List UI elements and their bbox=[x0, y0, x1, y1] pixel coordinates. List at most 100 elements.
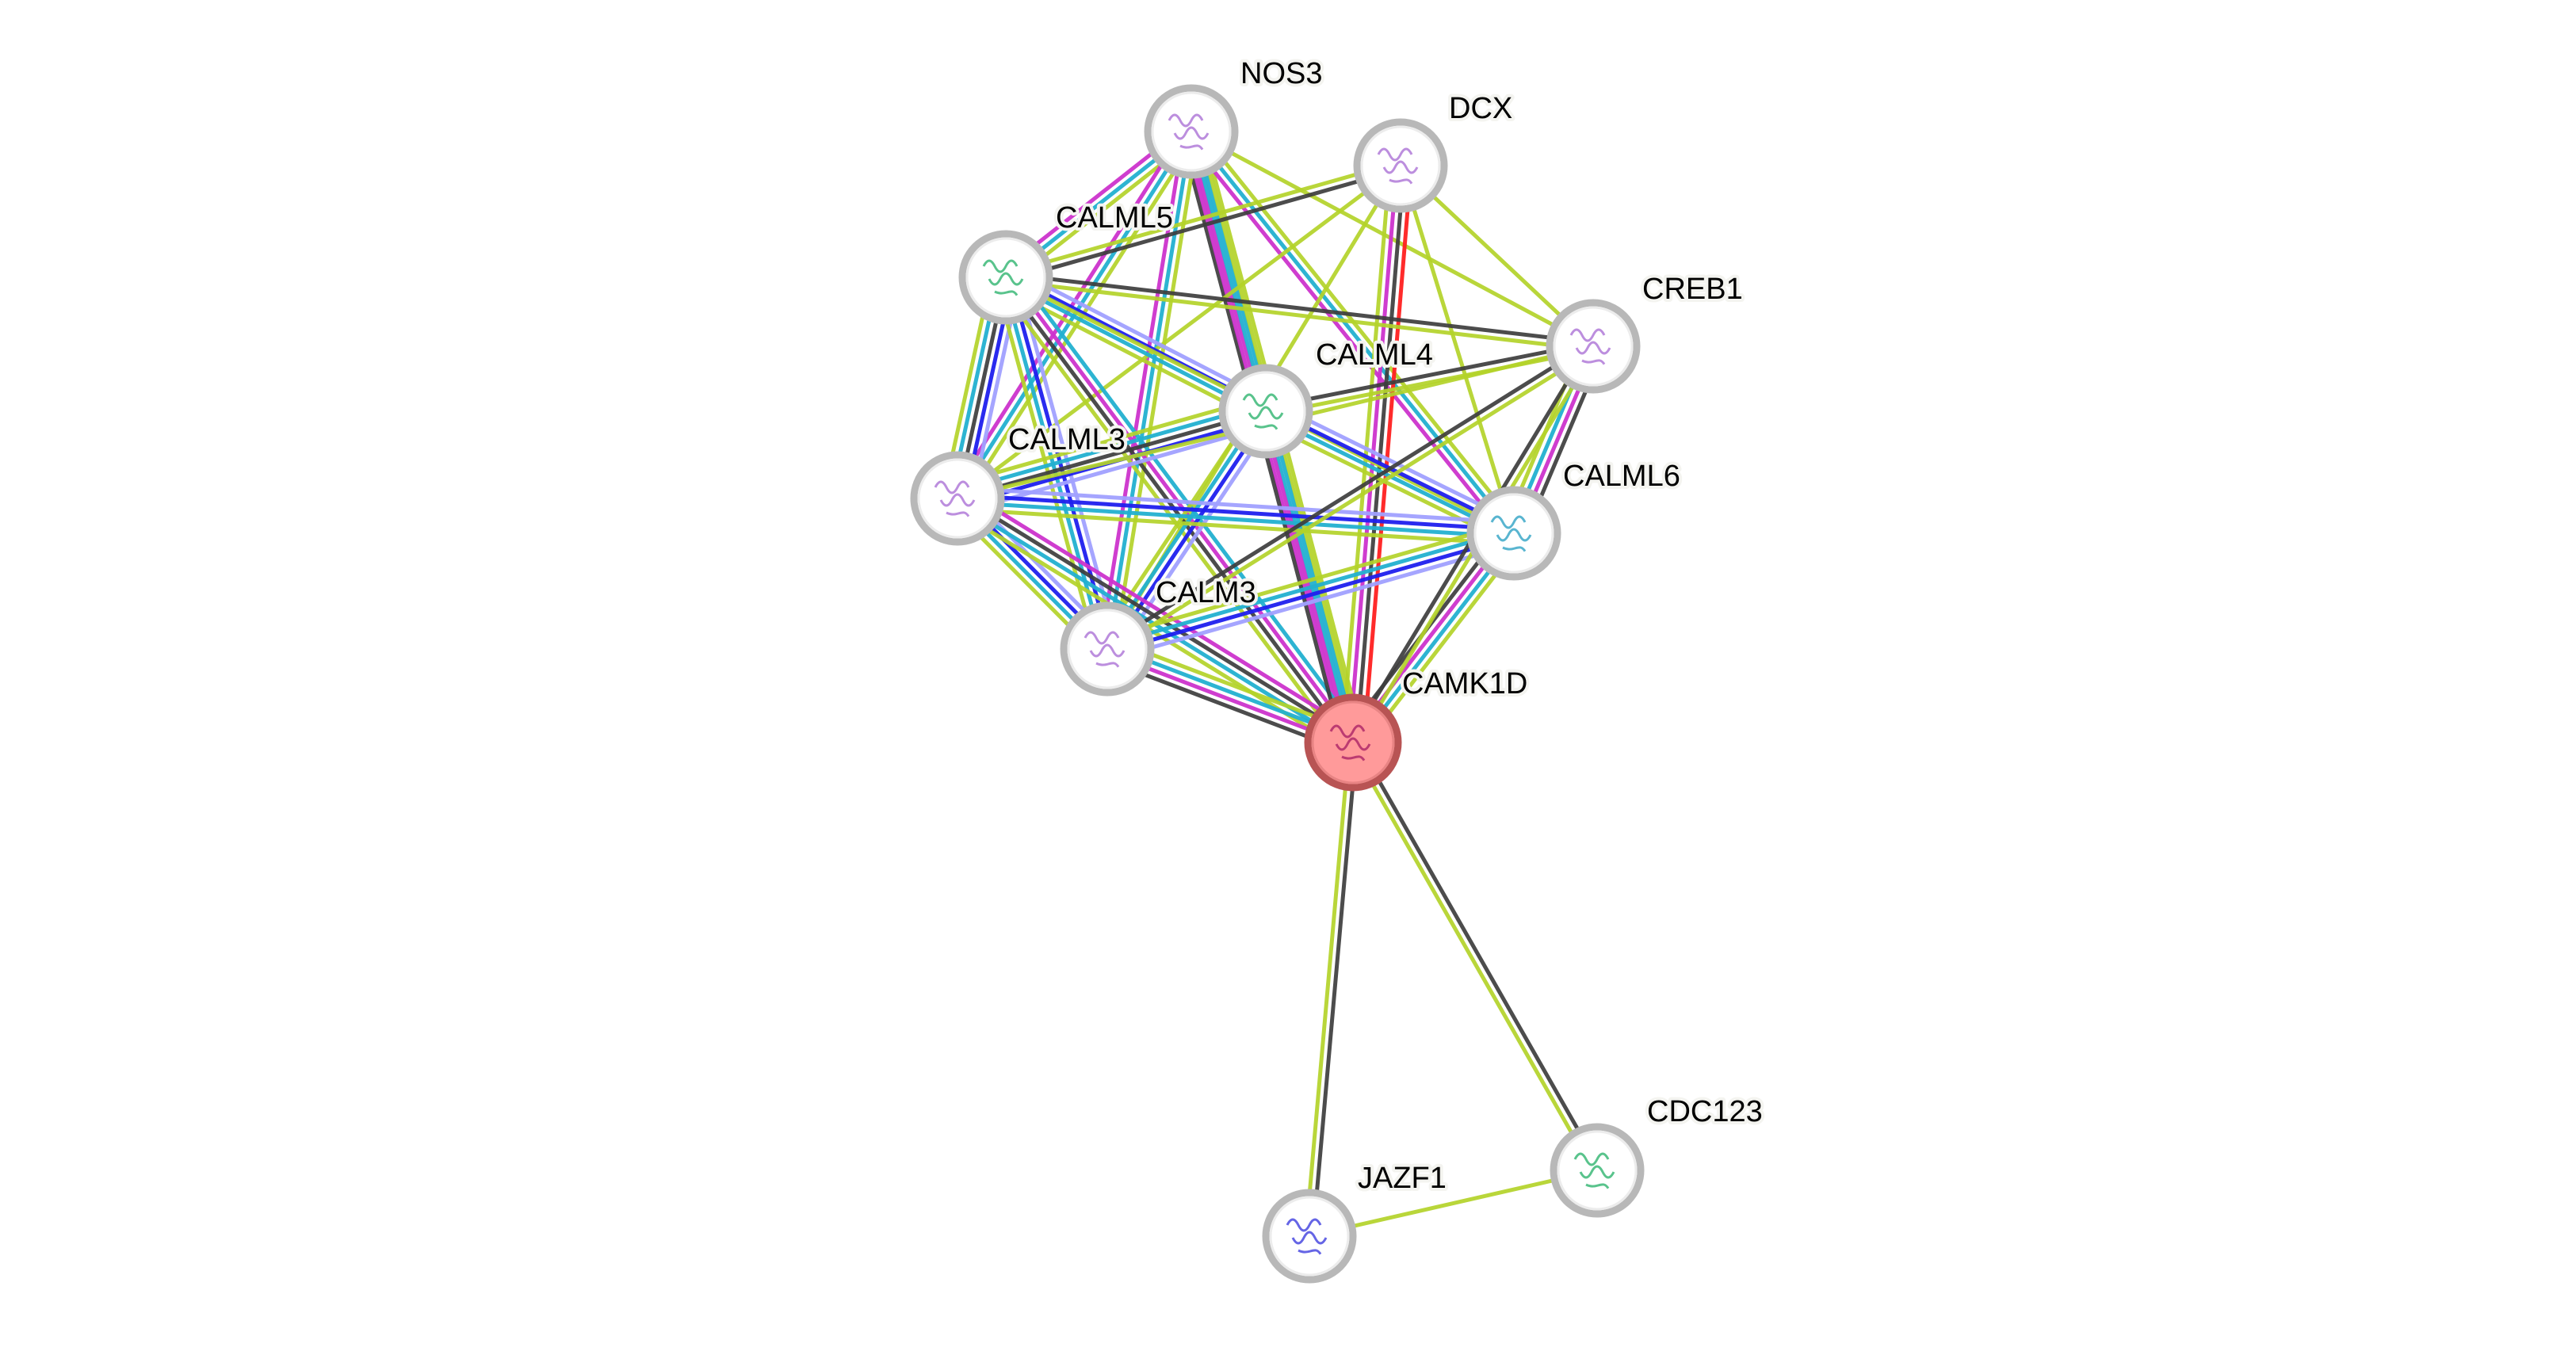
evidence-line-database bbox=[1003, 278, 1266, 417]
evidence-line-coexpression bbox=[1179, 133, 1258, 415]
protein-structure-icon bbox=[934, 480, 976, 517]
node-label-calml5: CALML5 bbox=[1056, 201, 1173, 235]
node-circle[interactable] bbox=[1546, 299, 1641, 394]
evidence-line-fusion bbox=[1361, 166, 1413, 744]
node-label-creb1: CREB1 bbox=[1642, 273, 1743, 306]
evidence-line-textmining bbox=[1004, 160, 1401, 277]
evidence-line-textmining bbox=[1304, 742, 1352, 1236]
evidence-line-coexpression bbox=[1253, 413, 1345, 746]
evidence-line-textmining bbox=[1340, 164, 1393, 742]
evidence-line-textmining bbox=[1347, 742, 1596, 1174]
node-inner-ring bbox=[1269, 1196, 1350, 1277]
node-calml6[interactable] bbox=[1466, 486, 1561, 581]
edge-calm3-creb1[interactable] bbox=[1104, 342, 1596, 654]
evidence-line-coexpression bbox=[1006, 272, 1594, 345]
evidence-line-textmining bbox=[1112, 132, 1201, 651]
evidence-line-database bbox=[1192, 130, 1271, 411]
node-circle[interactable] bbox=[1466, 486, 1561, 581]
node-circle[interactable] bbox=[1060, 601, 1155, 697]
evidence-line-experiments bbox=[1098, 130, 1187, 648]
node-inner-ring bbox=[917, 458, 998, 539]
node-creb1[interactable] bbox=[1546, 299, 1641, 394]
node-circle[interactable] bbox=[910, 451, 1005, 546]
node-inner-ring bbox=[1553, 306, 1634, 387]
node-label-camk1d: CAMK1D bbox=[1402, 667, 1527, 700]
edge-nos3-calml4[interactable] bbox=[1179, 128, 1278, 415]
edge-dcx-calml3[interactable] bbox=[956, 164, 1402, 500]
node-label-calml4: CALML4 bbox=[1316, 338, 1433, 372]
evidence-line-cooccurrence bbox=[957, 493, 1515, 532]
node-circle[interactable] bbox=[1218, 364, 1313, 459]
evidence-line-textmining bbox=[953, 395, 1263, 487]
protein-structure-icon bbox=[1329, 724, 1371, 761]
evidence-line-coexpression bbox=[958, 494, 1356, 742]
edge-calml6-calm3[interactable] bbox=[1103, 521, 1518, 662]
node-inner-ring bbox=[1067, 609, 1148, 689]
node-dcx[interactable] bbox=[1353, 118, 1448, 213]
evidence-line-coexpression bbox=[1006, 166, 1402, 283]
node-inner-ring bbox=[965, 237, 1046, 318]
protein-structure-icon bbox=[1286, 1218, 1328, 1255]
node-label-jazf1: JAZF1 bbox=[1358, 1162, 1447, 1195]
evidence-line-textmining bbox=[1398, 165, 1516, 534]
node-inner-ring bbox=[1473, 493, 1554, 574]
evidence-line-database bbox=[1105, 131, 1194, 650]
node-circle[interactable] bbox=[1353, 118, 1448, 213]
edges-layer bbox=[941, 124, 1605, 1239]
node-label-dcx: DCX bbox=[1449, 92, 1512, 125]
node-inner-ring bbox=[1311, 700, 1395, 784]
node-calml5[interactable] bbox=[958, 230, 1053, 325]
node-label-calml6: CALML6 bbox=[1563, 460, 1680, 493]
evidence-line-textmining bbox=[1199, 128, 1278, 410]
evidence-line-textmining bbox=[1274, 407, 1366, 741]
protein-structure-icon bbox=[1377, 147, 1419, 185]
node-calml3[interactable] bbox=[910, 451, 1005, 546]
node-inner-ring bbox=[1225, 371, 1306, 452]
evidence-line-cooccurrence bbox=[1107, 534, 1515, 655]
edge-jazf1-cdc123[interactable] bbox=[1309, 1168, 1598, 1239]
evidence-line-coexpression bbox=[1264, 341, 1593, 410]
evidence-line-coexpression bbox=[957, 409, 1267, 501]
evidence-line-textmining bbox=[1005, 278, 1593, 352]
protein-structure-icon bbox=[1573, 1152, 1615, 1189]
evidence-line-experiments bbox=[1260, 411, 1352, 744]
edge-calml4-camk1d[interactable] bbox=[1253, 407, 1366, 746]
edge-camk1d-cdc123[interactable] bbox=[1347, 739, 1603, 1174]
edge-nos3-calm3[interactable] bbox=[1098, 130, 1201, 651]
node-camk1d[interactable] bbox=[1304, 693, 1402, 792]
node-label-cdc123: CDC123 bbox=[1647, 1095, 1763, 1128]
nodes-layer bbox=[910, 84, 1645, 1284]
node-circle[interactable] bbox=[958, 230, 1053, 325]
edge-calml3-calml6[interactable] bbox=[956, 486, 1515, 546]
protein-structure-icon bbox=[1084, 631, 1126, 668]
node-nos3[interactable] bbox=[1144, 84, 1239, 179]
node-jazf1[interactable] bbox=[1262, 1189, 1357, 1284]
edge-calml5-creb1[interactable] bbox=[1005, 272, 1594, 352]
node-inner-ring bbox=[1151, 91, 1232, 172]
protein-structure-icon bbox=[982, 259, 1024, 296]
query-node-circle[interactable] bbox=[1304, 693, 1402, 792]
evidence-line-homology bbox=[1010, 265, 1272, 404]
evidence-line-homology bbox=[1110, 541, 1518, 662]
node-circle[interactable] bbox=[1550, 1123, 1645, 1218]
node-calml4[interactable] bbox=[1218, 364, 1313, 459]
edge-dcx-calml6[interactable] bbox=[1398, 165, 1516, 534]
edge-nos3-calml6[interactable] bbox=[1184, 125, 1521, 540]
evidence-line-homology bbox=[957, 486, 1515, 525]
evidence-line-experiments bbox=[1184, 135, 1510, 540]
node-circle[interactable] bbox=[1144, 84, 1239, 179]
evidence-line-experiments bbox=[1186, 132, 1265, 413]
labels-layer: NOS3DCXCALML5CREB1CALML4CALML3CALML6CALM… bbox=[1005, 54, 1766, 1198]
evidence-line-database bbox=[957, 499, 1514, 539]
node-label-nos3: NOS3 bbox=[1240, 57, 1322, 90]
edge-camk1d-jazf1[interactable] bbox=[1304, 742, 1359, 1237]
node-cdc123[interactable] bbox=[1550, 1123, 1645, 1218]
node-inner-ring bbox=[1557, 1130, 1638, 1211]
node-label-calm3: CALM3 bbox=[1156, 576, 1256, 609]
node-circle[interactable] bbox=[1262, 1189, 1357, 1284]
evidence-line-coexpression bbox=[1310, 742, 1359, 1237]
evidence-line-database bbox=[1267, 410, 1359, 742]
node-calm3[interactable] bbox=[1060, 601, 1155, 697]
evidence-line-textmining bbox=[1108, 347, 1596, 654]
edge-dcx-calml5[interactable] bbox=[1004, 160, 1402, 283]
